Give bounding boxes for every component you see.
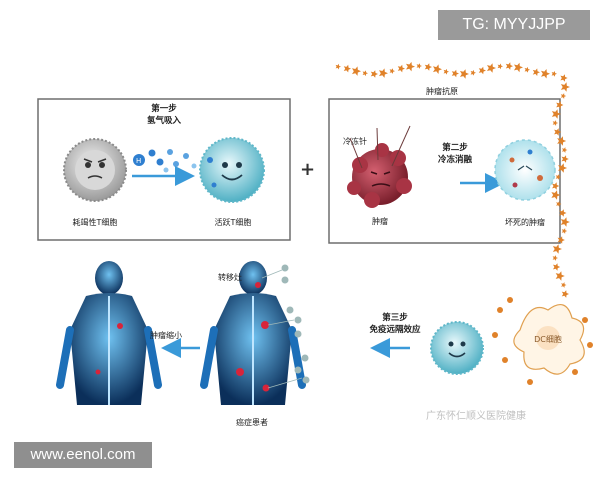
antigen-particle (379, 68, 388, 78)
antigen-particle (587, 342, 593, 348)
antigen-particle (552, 244, 562, 254)
activated-immune-cell (430, 321, 484, 375)
antigen-particle (582, 317, 588, 323)
antigen-particle (553, 263, 561, 271)
dc-cell (513, 303, 585, 375)
watermark-bottom: www.eenol.com (14, 442, 152, 468)
tumor-antigen-trail (335, 61, 593, 385)
cryo-probes (349, 125, 411, 169)
antigen-particle (560, 217, 570, 227)
antigen-particle (502, 357, 508, 363)
antigen-particle (424, 63, 432, 71)
step2-title: 第二步冷冻消融 (437, 143, 472, 165)
antigen-particle (556, 101, 564, 109)
plus-sign: + (300, 159, 315, 180)
antigen-particle (352, 66, 361, 76)
antigen-particle (557, 236, 565, 244)
antigen-particle (497, 307, 503, 313)
antigen-particle (451, 69, 459, 78)
active-t-cell-label: 活跃T细胞 (214, 218, 252, 227)
exhausted-t-cell-label: 耗竭性T细胞 (72, 218, 118, 227)
tumor-label: 肿瘤 (372, 217, 388, 226)
antigen-particle (551, 190, 561, 200)
antigen-particle (561, 290, 569, 298)
antigen-particle (343, 64, 351, 73)
antigen-particle (527, 379, 533, 385)
antigen-particle (555, 174, 562, 180)
antigen-particle (335, 63, 341, 70)
antigen-particle (541, 69, 550, 79)
antigen-particle (552, 255, 558, 261)
dead-tumor (494, 139, 556, 201)
active-t-cell (199, 137, 265, 203)
antigen-particle (370, 70, 378, 78)
antigen-particle (433, 64, 442, 74)
svg-text:H: H (136, 157, 141, 165)
antigen-particle (505, 62, 513, 70)
antigen-particle (389, 68, 395, 74)
antigen-particle (558, 163, 568, 173)
patient-body (200, 261, 306, 405)
antigen-particle (514, 62, 523, 73)
antigen-particle (443, 68, 449, 75)
antigen-particle (397, 64, 405, 73)
antigen-particle (560, 82, 570, 92)
antigen-particle (507, 297, 513, 303)
antigen-particle (560, 74, 568, 82)
antigen-particle (552, 182, 560, 190)
step1-title: 第一步氢气吸入 (146, 104, 181, 126)
antigen-particle (551, 109, 561, 119)
metastasis-dots (261, 264, 310, 389)
antigen-particle (487, 63, 496, 73)
tumor (347, 143, 412, 208)
step3-title: 第三步免疫远隔效应 (369, 313, 421, 335)
antigen-particle (470, 69, 476, 76)
antigen-particle (572, 369, 578, 375)
shrink-label: 肿瘤缩小 (150, 331, 182, 340)
antigen-particle (561, 228, 568, 234)
antigen-particle (497, 63, 503, 70)
antigen-particle (562, 147, 568, 153)
antigen-particle (559, 209, 567, 217)
antigen-particle (492, 332, 498, 338)
antigen-particle (554, 128, 562, 136)
antigen-particle (460, 69, 469, 79)
antigen-particle (524, 66, 530, 73)
antigen-particle (478, 66, 486, 75)
antigen-particle (416, 63, 422, 69)
antigen-particle (551, 71, 557, 77)
tumor-antigen-label: 肿瘤抗原 (426, 87, 458, 96)
dead-tumor-label: 坏死的肿瘤 (505, 218, 545, 227)
dc-cell-label: DC细胞 (534, 335, 562, 344)
antigen-particle (557, 136, 567, 146)
antigen-particle (556, 201, 562, 207)
recovered-body (56, 261, 162, 405)
antigen-particle (561, 282, 567, 288)
antigen-particle (552, 120, 559, 126)
patient-label: 癌症患者 (236, 418, 268, 427)
watermark-top: TG: MYYJJPP (438, 10, 590, 40)
cryo-probe-label: 冷冻针 (343, 137, 367, 146)
exhausted-t-cell (63, 138, 127, 202)
metastasis-label: 转移灶 (218, 273, 242, 282)
antigen-particle (555, 271, 565, 281)
antigen-particle (532, 68, 540, 76)
antigen-particle (406, 61, 415, 72)
antigen-particle (362, 70, 368, 77)
antigen-particle (560, 93, 567, 99)
credit-watermark: 广东怀仁顺义医院健康 (426, 411, 526, 422)
antigen-particle (561, 155, 569, 163)
